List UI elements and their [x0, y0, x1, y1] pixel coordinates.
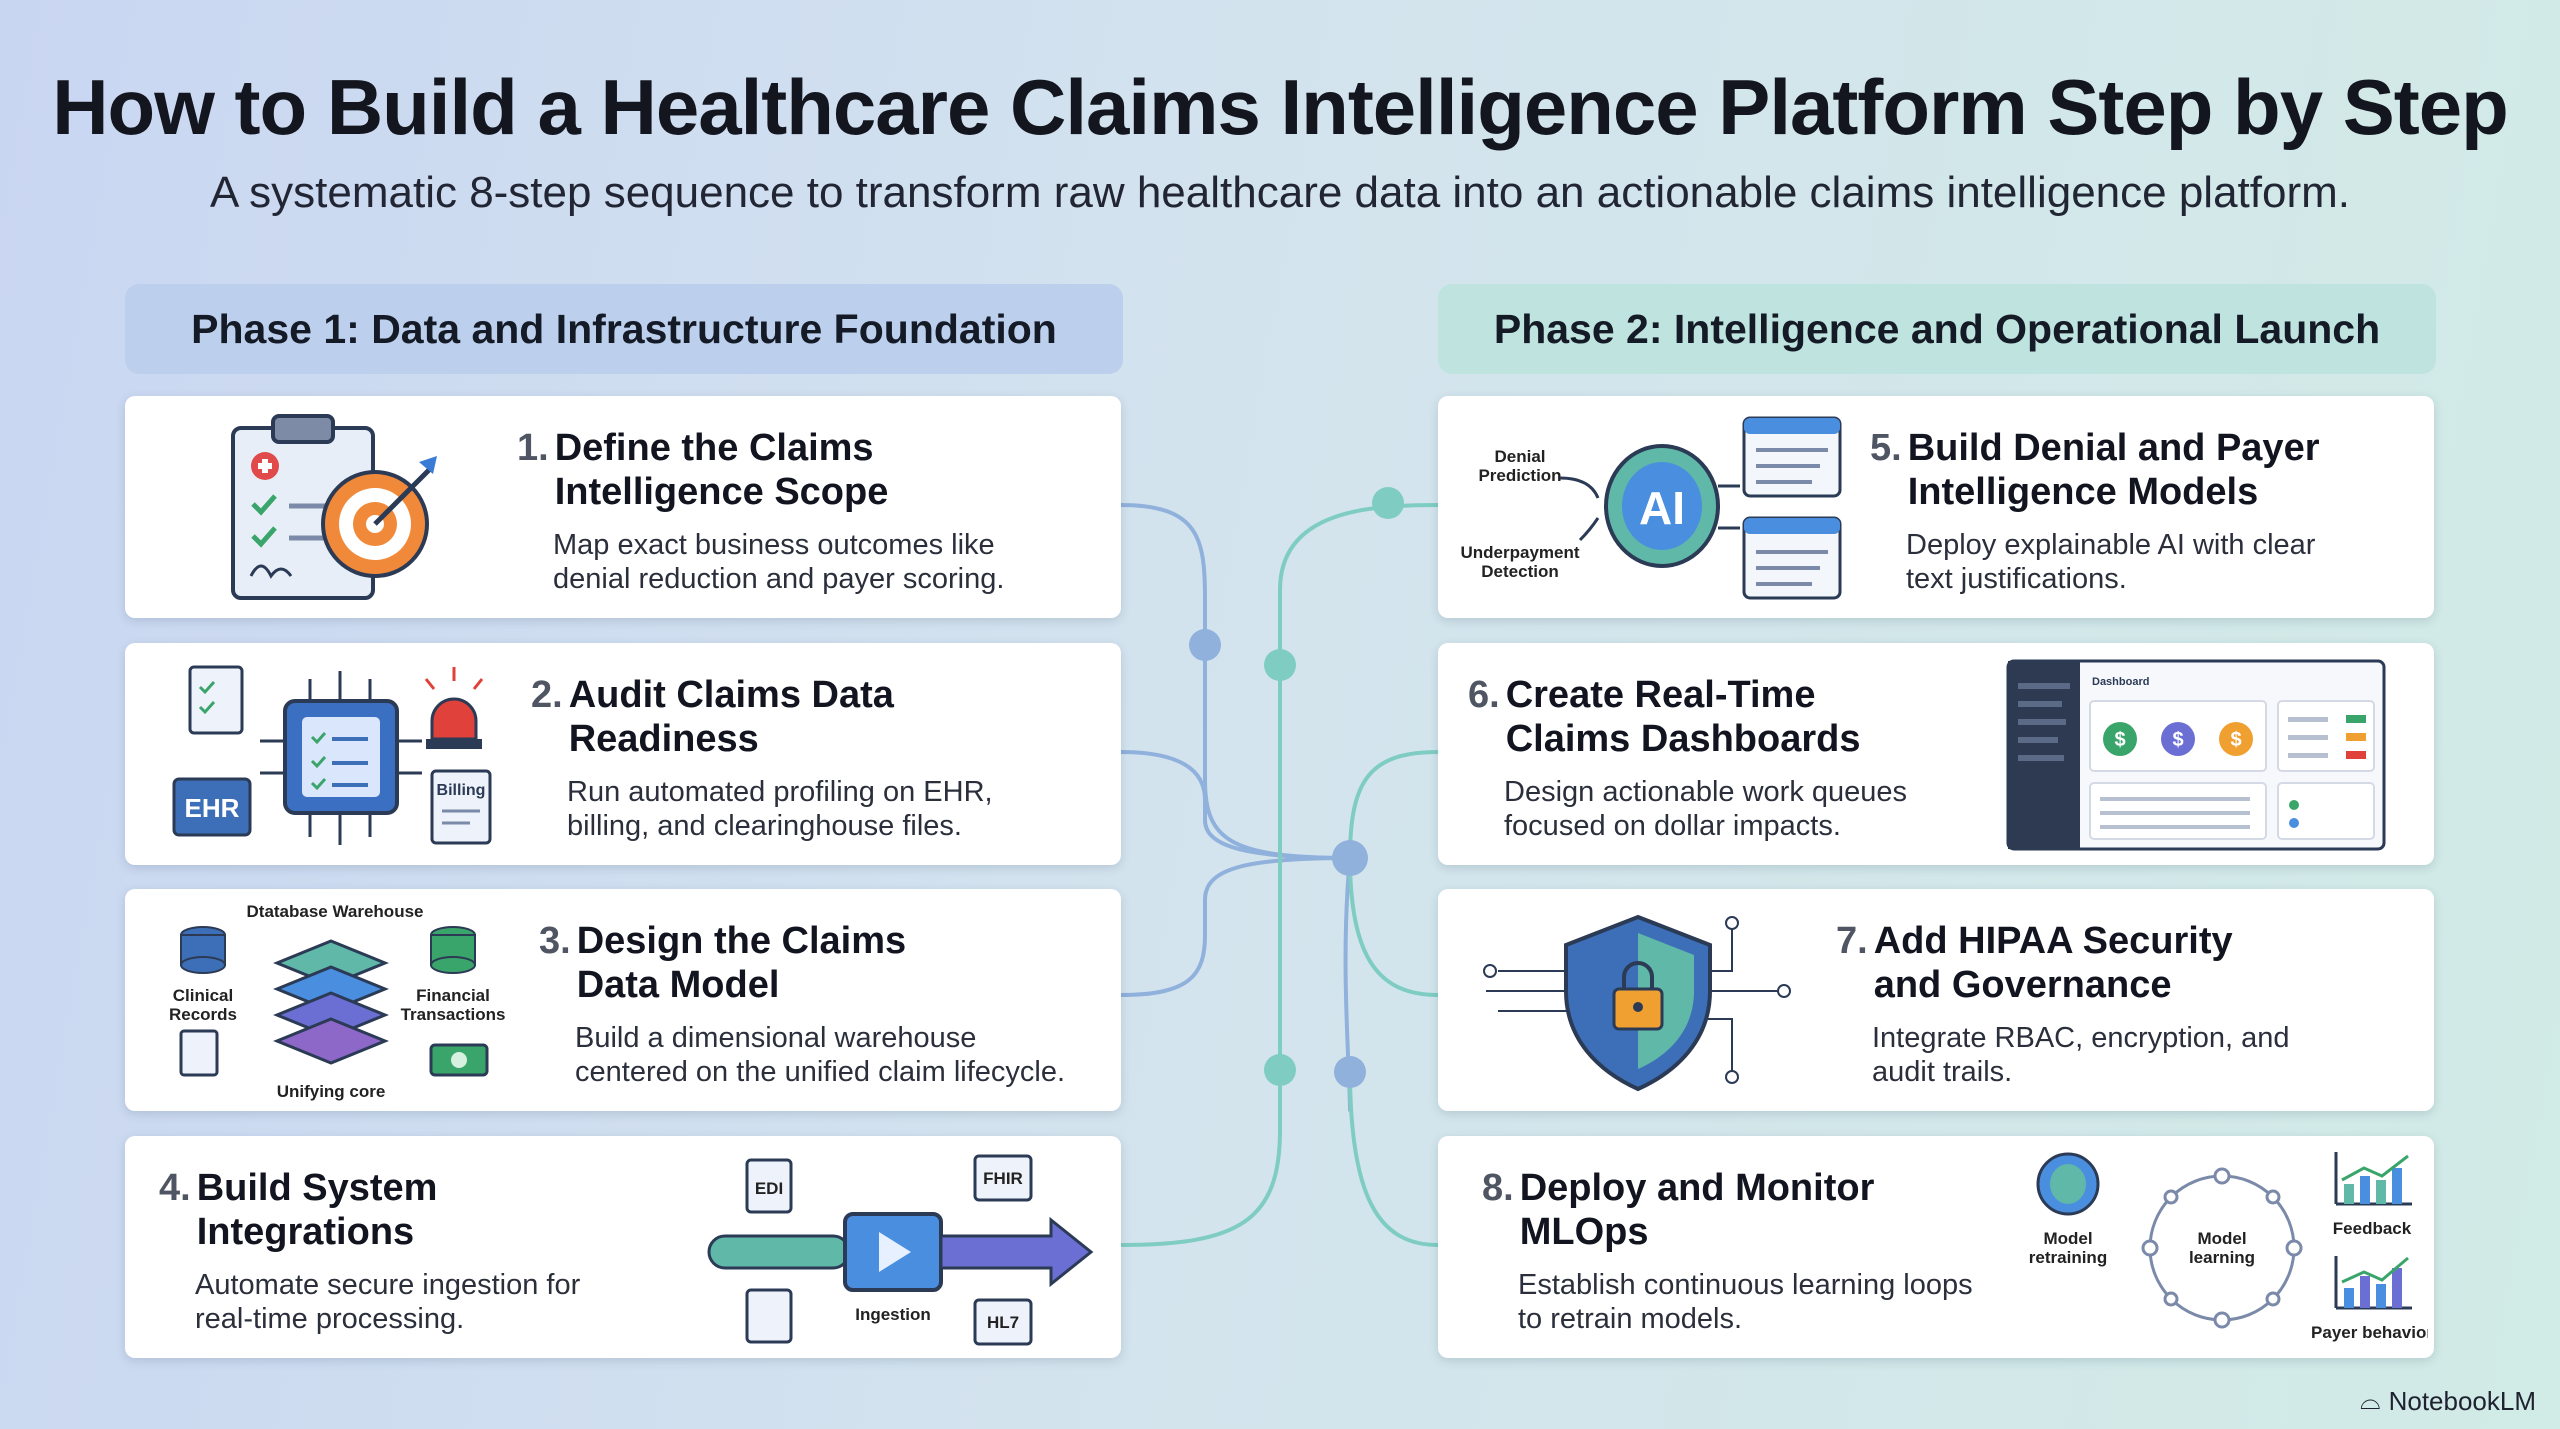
step-1-card: 1.Define the Claims Intelligence Scope M…	[125, 396, 1121, 618]
payer-behavior-label: Payer behavior	[2311, 1323, 2428, 1342]
billing-label: Billing	[437, 782, 486, 799]
connector-node	[1189, 629, 1221, 661]
dashboard-thumbnail: Dashboard $ $ $	[2006, 659, 2386, 851]
integration-pipeline-icon: EDI FHIR HL7 Ingestion	[707, 1154, 1094, 1346]
step-description: Integrate RBAC, encryption, and audit tr…	[1872, 1022, 2290, 1088]
step-title: Add HIPAA Security and Governance	[1873, 920, 2233, 1006]
step-number: 8.	[1482, 1167, 1514, 1209]
step-number: 5.	[1870, 427, 1902, 469]
step-title: Build Denial and Payer Intelligence Mode…	[1907, 427, 2320, 513]
footer-label: NotebookLM	[2388, 1385, 2536, 1416]
step-number: 7.	[1836, 920, 1868, 962]
phase-1-header: Phase 1: Data and Infrastructure Foundat…	[125, 284, 1123, 374]
notebooklm-logo-icon: ⌓	[2360, 1385, 2381, 1415]
page-subtitle: A systematic 8-step sequence to transfor…	[210, 168, 2350, 217]
step-description: Deploy explainable AI with clear text ju…	[1906, 529, 2316, 595]
step-title: Design the Claims Data Model	[576, 920, 907, 1006]
step-4-card: 4.Build System Integrations Automate sec…	[125, 1136, 1121, 1358]
step-description: Establish continuous learning loops to r…	[1518, 1269, 1973, 1335]
step-title: Audit Claims Data Readiness	[568, 674, 894, 760]
connector-node	[1332, 840, 1368, 876]
svg-text:$: $	[2230, 729, 2241, 751]
feedback-label: Feedback	[2333, 1219, 2412, 1238]
step-6-card: 6.Create Real-Time Claims Dashboards Des…	[1438, 643, 2434, 865]
step-description: Run automated profiling on EHR, billing,…	[567, 776, 993, 842]
step-title: Create Real-Time Claims Dashboards	[1505, 674, 1861, 760]
connector-node	[1372, 487, 1404, 519]
step-number: 1.	[517, 427, 549, 469]
step-description: Design actionable work queues focused on…	[1504, 776, 1908, 842]
security-shield-icon	[1483, 914, 1791, 1092]
step-2-card: EHR Billing 2.Audit Claims Data Readines…	[125, 643, 1121, 865]
ingestion-label: Ingestion	[855, 1305, 931, 1324]
step-number: 6.	[1468, 674, 1500, 716]
step-7-card: 7.Add HIPAA Security and Governance Inte…	[1438, 889, 2434, 1111]
clipboard-target-icon	[231, 414, 437, 600]
step-description: Build a dimensional warehouse centered o…	[575, 1022, 1066, 1088]
warehouse-label: Dtatabase Warehouse	[247, 902, 424, 921]
step-description: Automate secure ingestion for real-time …	[195, 1269, 581, 1335]
ai-label: AI	[1639, 482, 1685, 534]
chip-audit-icon: EHR Billing	[172, 665, 492, 845]
footer-brand: ⌓ NotebookLM	[2360, 1385, 2536, 1417]
page-title: How to Build a Healthcare Claims Intelli…	[52, 63, 2509, 151]
svg-text:$: $	[2114, 729, 2125, 751]
connector-node	[1334, 1056, 1366, 1088]
step-number: 2.	[531, 674, 563, 716]
connector-node	[1264, 649, 1296, 681]
step-number: 3.	[539, 920, 571, 962]
hl7-label: HL7	[987, 1313, 1019, 1332]
ehr-label: EHR	[185, 793, 240, 823]
step-number: 4.	[159, 1167, 191, 1209]
dashboard-label: Dashboard	[2092, 676, 2149, 688]
svg-text:$: $	[2172, 729, 2183, 751]
edi-label: EDI	[755, 1179, 783, 1198]
step-title: Build System Integrations	[196, 1167, 438, 1253]
step-description: Map exact business outcomes like denial …	[553, 529, 1005, 595]
step-8-card: 8.Deploy and Monitor MLOps Establish con…	[1438, 1136, 2434, 1358]
core-label: Unifying core	[277, 1082, 386, 1101]
fhir-label: FHIR	[983, 1169, 1023, 1188]
step-title: Deploy and Monitor MLOps	[1519, 1167, 1875, 1253]
connector-node	[1264, 1054, 1296, 1086]
step-title: Define the Claims Intelligence Scope	[554, 427, 889, 513]
phase-2-header: Phase 2: Intelligence and Operational La…	[1438, 284, 2436, 374]
